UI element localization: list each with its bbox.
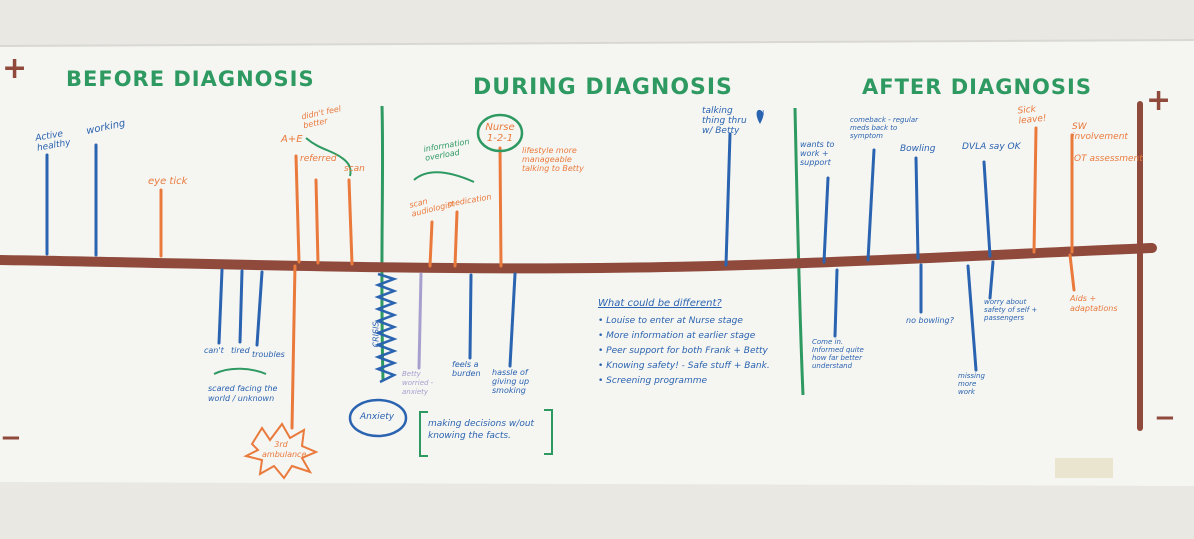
left-plus-marker: + [2,51,27,86]
anxiety-circle [348,398,408,438]
different-item: • More information at earlier stage [598,331,756,341]
crisis-zigzag [374,272,398,384]
stem-comeback [866,148,876,262]
different-item-text: Peer support for both Frank + Betty [606,346,768,356]
different-item: • Screening programme [598,376,708,386]
note-aids: Aids + adaptations [1070,294,1118,313]
tape-strip [1055,458,1113,478]
stems-above [45,126,1074,268]
green-bracket-scared [213,367,267,375]
note-ambulance: 3rd ambulance [262,440,307,459]
stem-cant [217,268,224,345]
different-item-text: Louise to enter at Nurse stage [606,316,743,326]
heading-before-diagnosis: BEFORE DIAGNOSIS [66,67,315,91]
nurse-circle [476,113,524,153]
divider-before-during [380,105,385,381]
different-item-text: Screening programme [606,376,708,386]
stem-dvla [982,160,992,258]
stem-referred [314,178,320,265]
stem-ambulance [290,264,297,430]
note-wants-to: wants to work + support [800,140,835,167]
note-missing: missing more work [958,372,985,396]
note-worry-driving: worry about safety of self + passengers [984,298,1038,322]
green-bracket-ae [305,137,352,177]
right-minus-marker: − [1154,403,1176,433]
different-item-text: Knowing safety! - Safe stuff + Bank. [606,361,770,371]
heading-during-diagnosis: DURING DIAGNOSIS [473,75,733,100]
note-talking-betty: talking thing thru w/ Betty [702,106,747,136]
stem-ae [294,154,301,264]
note-comeback: comeback - regular meds back to symptom [850,116,919,140]
note-cant: can't [204,346,224,355]
note-lifestyle: lifestyle more manageable talking to Bet… [522,146,584,173]
ambulance-burst [243,422,319,480]
note-scared: scared facing the world / unknown [208,384,278,403]
stem-hassle [508,272,517,368]
note-ot: OT assessment [1074,154,1143,164]
note-tired: tired [231,346,250,355]
stem-come-in [833,268,839,338]
stem-talking-betty [724,132,732,267]
stem-troubles [255,270,264,347]
paper-top-edge [0,39,1194,47]
stem-betty-worried [417,272,423,370]
left-minus-marker: − [0,423,22,453]
note-ae: A+E [281,134,303,145]
different-item: • Louise to enter at Nurse stage [598,316,743,326]
note-eye-tick: eye tick [148,176,188,187]
different-item-text: More information at earlier stage [606,331,756,341]
note-bowling: Bowling [900,144,936,154]
note-troubles: troubles [252,350,285,359]
note-referred: referred [300,154,337,164]
note-come-in: Come in. Informed quite how far better u… [812,338,864,370]
note-nurse: Nurse 1-2-1 [485,122,515,144]
heart-icon [756,109,764,124]
different-item: • Knowing safety! - Safe stuff + Bank. [598,361,770,371]
stem-wants-to [822,176,830,264]
stems-below [217,253,1076,430]
stem-scan-audiologist [428,220,434,268]
stem-scan [347,178,354,266]
stem-medication [453,210,459,268]
note-betty-worried: Betty worried - anxiety [402,370,434,396]
note-crisis: CRISIS [371,321,381,348]
green-bracket-overload [413,171,475,183]
right-plus-marker: + [1146,83,1171,118]
note-making-decisions: making decisions w/out knowing the facts… [428,419,535,441]
what-could-be-different: What could be different? • Louise to ent… [598,298,794,389]
stem-missing [966,264,978,372]
stem-sick-leave [1032,126,1038,254]
stem-bowling [914,156,920,260]
stem-worry-driving [988,260,995,300]
stem-feels-burden [468,273,473,360]
divider-during-after [793,107,805,396]
different-title: What could be different? [598,298,722,309]
note-hassle: hassle of giving up smoking [492,368,530,395]
note-dvla: DVLA say OK [962,142,1021,152]
stem-aids [1068,253,1076,292]
different-item: • Peer support for both Frank + Betty [598,346,768,356]
note-no-bowling: no bowling? [906,316,954,325]
note-feels-burden: feels a burden [452,360,481,378]
stem-tired [238,269,244,344]
note-anxiety: Anxiety [360,412,395,422]
stem-nurse [498,146,503,268]
note-sw: SW involvement [1072,122,1128,142]
note-scan: scan [344,164,365,174]
paper-sheet [0,40,1194,486]
heading-after-diagnosis: AFTER DIAGNOSIS [862,75,1092,99]
decision-bracket [419,409,553,457]
